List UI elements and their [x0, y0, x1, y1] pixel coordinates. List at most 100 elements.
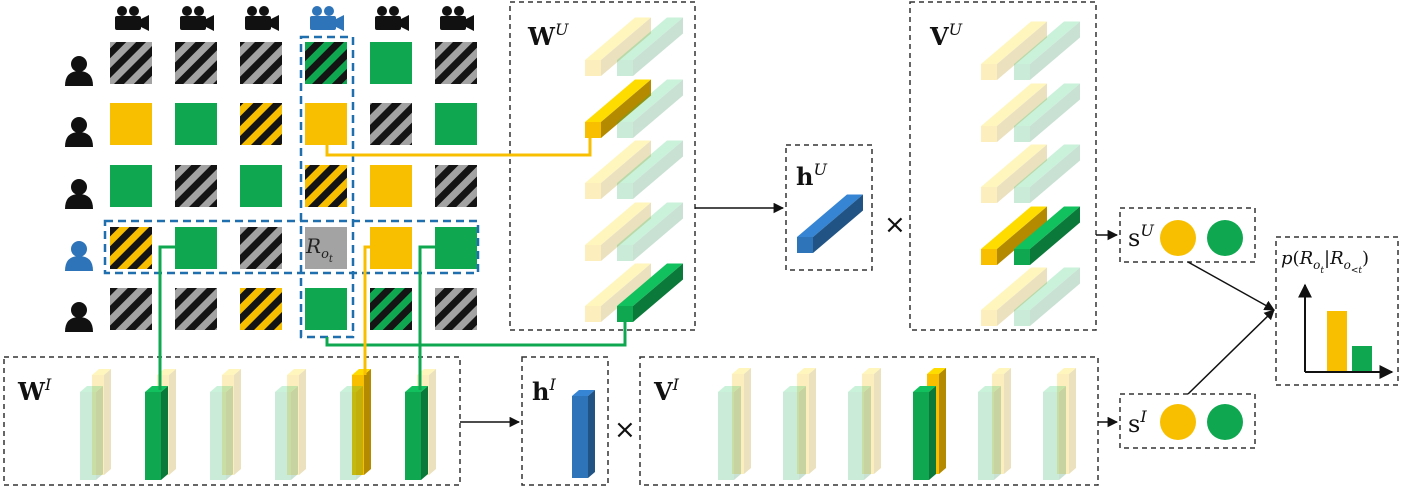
vi-green-bar — [848, 386, 871, 480]
matrix-cell-green — [435, 227, 477, 269]
times-operator-i: × — [614, 415, 636, 445]
matrix-cell-green-stripe — [305, 42, 347, 84]
wi-green-bar — [210, 386, 233, 480]
vu-yellow-bar — [981, 21, 1047, 80]
video-camera-icon — [375, 6, 409, 31]
vi-green-bar — [718, 386, 741, 480]
hi-label: hI — [532, 375, 556, 406]
hu-blue-bar — [797, 194, 863, 253]
vu-yellow-bar — [981, 144, 1047, 203]
arrow-su-to-output — [1187, 261, 1275, 311]
su-green-score — [1207, 220, 1243, 256]
matrix-cell-green — [305, 288, 347, 330]
matrix-cell-green — [175, 103, 217, 145]
wu-green-bar — [617, 263, 683, 322]
su-yellow-score — [1160, 220, 1196, 256]
connector-yellow-to-wu — [325, 130, 592, 157]
matrix-cell-yellow-stripe — [240, 103, 282, 145]
matrix-cell-target — [305, 227, 347, 269]
connector-green2-to-wi — [418, 245, 435, 390]
wu-green-bar — [617, 17, 683, 76]
arrow-si-to-output — [1187, 309, 1275, 395]
vi-yellow-bar — [732, 368, 751, 474]
hi-blue-bar — [572, 390, 595, 478]
wu-embedding-blocks — [585, 17, 683, 322]
vi-green-bar — [913, 386, 936, 480]
matrix-cell-gray-stripe — [240, 42, 282, 84]
matrix-cell-gray-stripe — [435, 42, 477, 84]
matrix-cell-gray-stripe — [110, 288, 152, 330]
wi-label: WI — [17, 375, 52, 406]
si-yellow-score — [1160, 404, 1196, 440]
vu-yellow-bar — [981, 83, 1047, 142]
wu-green-bar — [617, 79, 683, 138]
wu-yellow-bar — [585, 17, 651, 76]
matrix-cell-green-stripe — [370, 288, 412, 330]
wu-yellow-bar — [585, 263, 651, 322]
matrix-cell-gray-stripe — [435, 165, 477, 207]
wi-green-bar — [340, 386, 363, 480]
video-camera-icon — [115, 6, 149, 31]
matrix-cell-gray-stripe — [110, 42, 152, 84]
wi-yellow-bar — [92, 369, 111, 475]
output-bar-chart — [1298, 283, 1394, 379]
vu-yellow-bar — [981, 206, 1047, 265]
wu-yellow-bar — [585, 202, 651, 261]
matrix-cell-yellow-stripe — [110, 227, 152, 269]
matrix-cell-green — [435, 103, 477, 145]
person-icon — [65, 241, 93, 271]
video-camera-icon — [180, 6, 214, 31]
user-row-highlight — [103, 219, 480, 275]
vu-green-bar — [1014, 206, 1080, 265]
matrix-cell-gray-stripe — [175, 42, 217, 84]
matrix-cell-gray-stripe — [175, 165, 217, 207]
matrix-cell-gray-stripe — [175, 288, 217, 330]
wu-yellow-bar — [585, 79, 651, 138]
vi-yellow-bar — [797, 368, 816, 474]
wu-label: WU — [527, 20, 569, 51]
wi-green-bar — [80, 386, 103, 480]
hi-vector-block — [572, 390, 595, 478]
si-label: sI — [1128, 407, 1147, 438]
person-icon — [65, 179, 93, 209]
output-bar-yellow — [1327, 311, 1347, 371]
vi-box — [639, 356, 1099, 486]
person-icon — [65, 56, 93, 86]
video-camera-icon — [310, 6, 344, 31]
wi-embedding-blocks — [80, 369, 436, 480]
vu-green-bar — [1014, 83, 1080, 142]
matrix-cell-yellow — [305, 103, 347, 145]
vu-green-bar — [1014, 267, 1080, 326]
wu-green-bar — [617, 140, 683, 199]
wu-yellow-bar — [585, 140, 651, 199]
connector-green-to-wu — [325, 318, 627, 347]
person-icon — [65, 302, 93, 332]
wi-yellow-bar — [287, 369, 306, 475]
wi-green-bar — [405, 386, 428, 480]
matrix-cell-gray-stripe — [370, 103, 412, 145]
si-green-score — [1207, 404, 1243, 440]
wi-green-bar — [145, 386, 168, 480]
vu-yellow-bar — [981, 267, 1047, 326]
vi-green-bar — [978, 386, 1001, 480]
hu-label: hU — [796, 160, 827, 191]
vu-embedding-blocks — [981, 21, 1080, 326]
user-icons-column — [65, 56, 93, 332]
hu-vector-block — [797, 194, 863, 253]
video-camera-icon — [440, 6, 474, 31]
matrix-cell-green — [175, 227, 217, 269]
matrix-cell-green — [370, 42, 412, 84]
video-camera-icon — [245, 6, 279, 31]
vi-label: VI — [653, 375, 680, 406]
vu-green-bar — [1014, 21, 1080, 80]
vi-embedding-blocks — [718, 368, 1076, 480]
person-icon — [65, 117, 93, 147]
rating-matrix — [110, 42, 477, 330]
output-bar-green — [1352, 346, 1372, 371]
vu-green-bar — [1014, 144, 1080, 203]
matrix-cell-gray-stripe — [240, 227, 282, 269]
vi-green-bar — [783, 386, 806, 480]
times-operator-u: × — [884, 210, 906, 240]
matrix-cell-yellow-stripe — [240, 288, 282, 330]
